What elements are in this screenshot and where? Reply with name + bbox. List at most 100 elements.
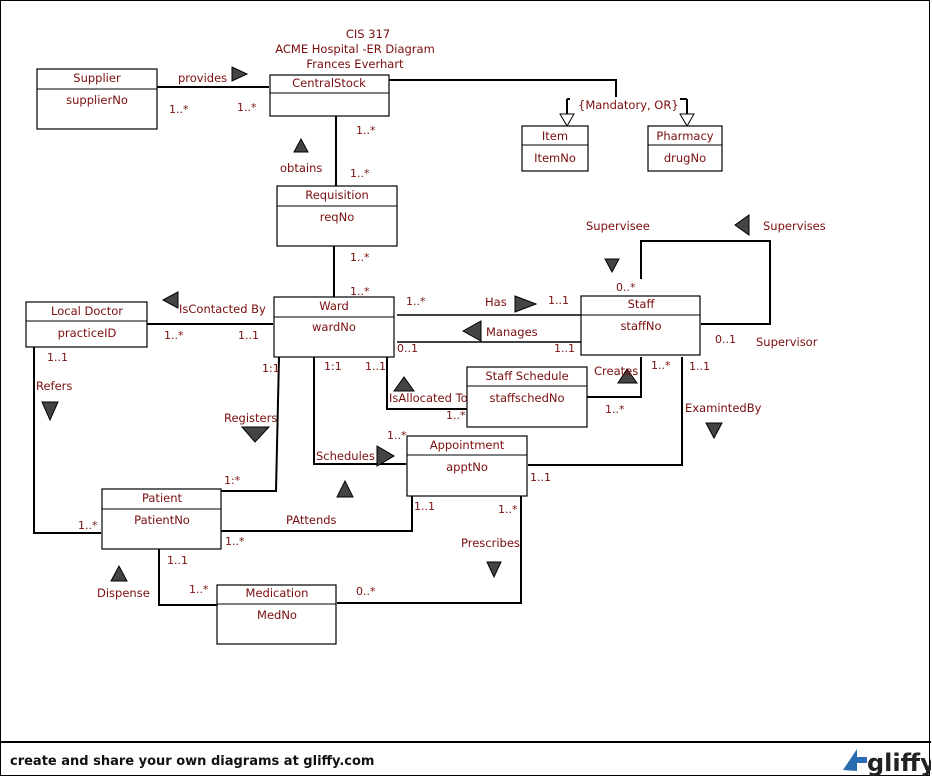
staff-box (580, 295, 701, 356)
title-course: CIS 317 (346, 27, 390, 41)
line-ward-staffschedule (386, 357, 467, 410)
medication-attr: MedNo (257, 608, 297, 622)
class-item[interactable]: Item ItemNo (521, 125, 589, 172)
label-examinedby: ExamintedBy (685, 401, 762, 415)
mult-med-disp: 1..* (189, 583, 209, 596)
direction-arrows (41, 66, 750, 582)
class-centralstock[interactable]: CentralStock (269, 74, 390, 117)
mult-sup-cs-left: 1..* (169, 103, 189, 116)
line-patient-appointment (221, 496, 413, 532)
class-pharmacy[interactable]: Pharmacy drugNo (647, 125, 723, 172)
generalization-arrows (559, 113, 695, 127)
line-centralstock-generalization (389, 79, 617, 99)
pharmacy-box (647, 125, 723, 172)
localdoctor-box (25, 301, 148, 348)
label-supervises: Supervises (763, 219, 826, 233)
mult-alloc-ss: 1..* (446, 409, 466, 422)
class-localdoctor[interactable]: Local Doctor practiceID (25, 301, 148, 348)
mult-patient-reg: 1:* (224, 474, 241, 487)
iscontacted-arrow-icon (161, 291, 179, 309)
ward-box (273, 296, 395, 358)
mult-ward-sched: 1:1 (324, 360, 342, 373)
isallocated-arrow-icon (393, 376, 415, 392)
label-pattends: PAttends (286, 513, 337, 527)
staffschedule-box (466, 366, 588, 428)
mult-staff-supervisor: 0..1 (715, 333, 736, 346)
class-supplier[interactable]: Supplier supplierNo (36, 68, 158, 130)
label-has: Has (485, 295, 507, 309)
patient-box (101, 488, 222, 550)
title-author: Frances Everhart (306, 57, 404, 71)
line-localdoctor-patient (33, 347, 101, 534)
constraint-bg (570, 97, 680, 113)
line-patient-medication (158, 549, 217, 606)
centralstock-name: CentralStock (292, 76, 366, 90)
mult-ss-creates: 1..* (605, 403, 625, 416)
mult-patient-pattends: 1..* (225, 535, 245, 548)
class-staffschedule[interactable]: Staff Schedule staffschedNo (466, 366, 588, 428)
provides-arrow-icon (231, 66, 249, 82)
supplier-name: Supplier (73, 71, 121, 85)
pharmacy-attr: drugNo (664, 151, 706, 165)
line-ward-patient (221, 356, 280, 492)
class-ward[interactable]: Ward wardNo (273, 296, 395, 358)
connectors (33, 79, 771, 606)
class-medication[interactable]: Medication MedNo (216, 584, 337, 645)
mult-ld-left: 1..* (164, 329, 184, 342)
mult-ld-bottom: 1..1 (47, 351, 68, 364)
examinedby-arrow-icon (705, 422, 723, 440)
class-requisition[interactable]: Requisition reqNo (276, 185, 398, 247)
footer-text[interactable]: create and share your own diagrams at gl… (10, 754, 374, 769)
supplier-attr: supplierNo (66, 93, 128, 107)
ward-name: Ward (319, 299, 349, 313)
label-creates: Creates (594, 364, 638, 378)
mult-sup-cs-right: 1..* (237, 101, 257, 114)
mult-ward-ld: 1..1 (238, 329, 259, 342)
appointment-name: Appointment (430, 438, 505, 452)
item-box (521, 125, 589, 172)
appointment-box (406, 435, 528, 497)
gliffy-logo-icon (843, 749, 867, 771)
mult-patient-disp: 1..1 (167, 554, 188, 567)
item-attr: ItemNo (534, 151, 576, 165)
label-obtains: obtains (280, 161, 322, 175)
staff-attr: staffNo (620, 319, 661, 333)
manages-arrow-icon (461, 320, 482, 342)
mult-req-ward-top: 1..* (350, 251, 370, 264)
title-diagram: ACME Hospital -ER Diagram (275, 42, 435, 56)
obtains-arrow-icon (293, 137, 309, 153)
label-supervisee: Supervisee (586, 219, 650, 233)
centralstock-box (269, 74, 390, 117)
class-staff[interactable]: Staff staffNo (580, 295, 701, 356)
refers-arrow-icon (41, 401, 59, 422)
creates-arrow-icon (617, 368, 638, 384)
appointment-attr: apptNo (446, 460, 488, 474)
label-schedules: Schedules (316, 449, 375, 463)
class-appointment[interactable]: Appointment apptNo (406, 435, 528, 497)
dispense-arrow-icon (110, 564, 128, 582)
label-registers: Registers (224, 411, 277, 425)
mult-staff-has: 1..1 (548, 294, 569, 307)
line-staff-supervision-loop (640, 240, 771, 325)
medication-name: Medication (246, 586, 309, 600)
line-appointment-medication (337, 496, 522, 604)
supervisee-arrow-icon (604, 258, 620, 274)
supervises-arrow-icon (734, 214, 750, 236)
item-name: Item (542, 129, 568, 143)
label-refers: Refers (36, 379, 72, 393)
requisition-name: Requisition (305, 188, 369, 202)
gliffy-logo-text: gliffy (867, 749, 931, 777)
mult-appt-exam: 1..1 (530, 471, 551, 484)
line-staffschedule-staff (587, 357, 642, 398)
pattends-arrow-icon (336, 479, 354, 498)
mult-appt-sched: 1..* (387, 429, 407, 442)
label-supervisor: Supervisor (756, 335, 818, 349)
gliffy-logo[interactable]: gliffy (843, 749, 931, 777)
mult-staff-super: 0..* (616, 281, 636, 294)
class-patient[interactable]: Patient PatientNo (101, 488, 222, 550)
patient-attr: PatientNo (134, 513, 190, 527)
mult-staff-manages: 1..1 (554, 342, 575, 355)
gen-arrow-item-icon (559, 113, 575, 127)
mult-req-ward-bottom: 1..* (350, 285, 370, 298)
